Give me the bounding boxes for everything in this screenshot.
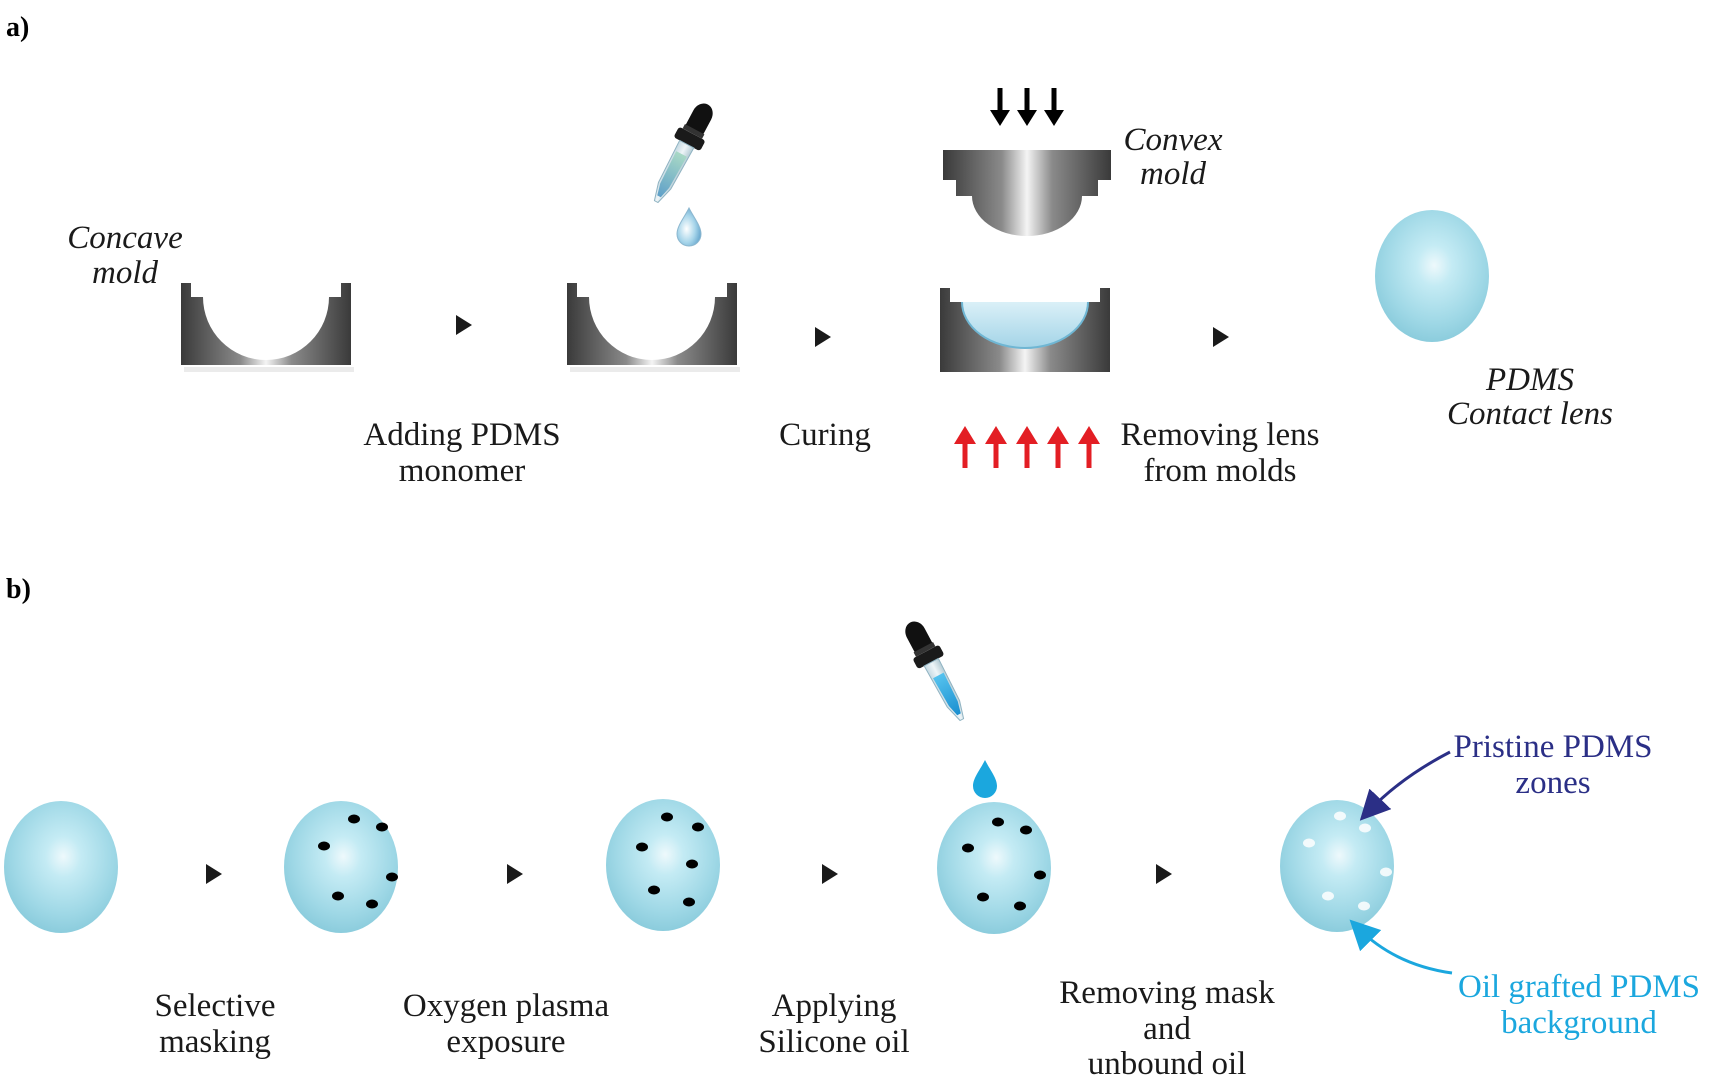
step-curing: Curing <box>779 417 871 453</box>
lens-plain <box>4 801 118 933</box>
step-plasma-line1: Oxygen plasma <box>403 988 610 1024</box>
step-oil-line1: Applying <box>772 988 897 1024</box>
step-remove-line2: and <box>1143 1011 1191 1047</box>
pristine-arrow <box>1359 750 1451 821</box>
droplet-a <box>676 206 702 247</box>
step-masking-line2: masking <box>159 1024 271 1060</box>
flow-arrow-b2 <box>507 864 523 884</box>
lens-plasma <box>606 799 720 931</box>
oil-label-line2: background <box>1501 1005 1657 1041</box>
step-oil-line2: Silicone oil <box>758 1024 909 1060</box>
concave-mold-1 <box>181 283 354 372</box>
lens-final <box>1280 800 1394 932</box>
pdms-contact-lens <box>1375 210 1489 342</box>
flow-arrow-a2 <box>815 327 831 347</box>
dropper-icon-a <box>642 96 722 210</box>
step-remove-line3: unbound oil <box>1088 1046 1247 1080</box>
flow-arrow-a3 <box>1213 327 1229 347</box>
oil-label-line1: Oil grafted PDMS <box>1458 969 1700 1005</box>
step-masking-line1: Selective <box>155 988 276 1024</box>
up-arrows <box>954 426 1100 468</box>
convex-mold <box>943 150 1111 236</box>
convex-mold-label-line2: mold <box>1140 156 1207 192</box>
filled-mold <box>940 288 1110 372</box>
concave-mold-2 <box>567 283 740 372</box>
step-adding-line1: Adding PDMS <box>363 417 560 453</box>
concave-mold-label-line1: Concave <box>67 220 182 256</box>
flow-arrow-b4 <box>1156 864 1172 884</box>
step-removing-line1: Removing lens <box>1121 417 1320 453</box>
panel-a-label: a) <box>6 12 29 43</box>
lens-oil <box>937 802 1051 934</box>
step-removing-line2: from molds <box>1143 453 1296 489</box>
down-arrows <box>990 88 1064 126</box>
convex-mold-label-line1: Convex <box>1124 122 1223 158</box>
step-remove-line1: Removing mask <box>1059 975 1275 1011</box>
result-label-line2: Contact lens <box>1447 396 1613 432</box>
flow-arrow-b1 <box>206 864 222 884</box>
oil-arrow <box>1349 919 1453 975</box>
panel-b-label: b) <box>6 574 31 605</box>
step-adding-line2: monomer <box>399 453 525 489</box>
oil-droplet <box>973 760 997 798</box>
flow-arrow-b3 <box>822 864 838 884</box>
pristine-label-line1: Pristine PDMS <box>1454 729 1653 765</box>
concave-mold-label-line2: mold <box>92 255 159 291</box>
lens-masked <box>284 801 398 933</box>
step-plasma-line2: exposure <box>446 1024 565 1060</box>
result-label-line1: PDMS <box>1485 362 1574 398</box>
dropper-icon-b <box>896 614 976 728</box>
pristine-label-line2: zones <box>1515 765 1590 801</box>
flow-arrow-a1 <box>456 315 472 335</box>
